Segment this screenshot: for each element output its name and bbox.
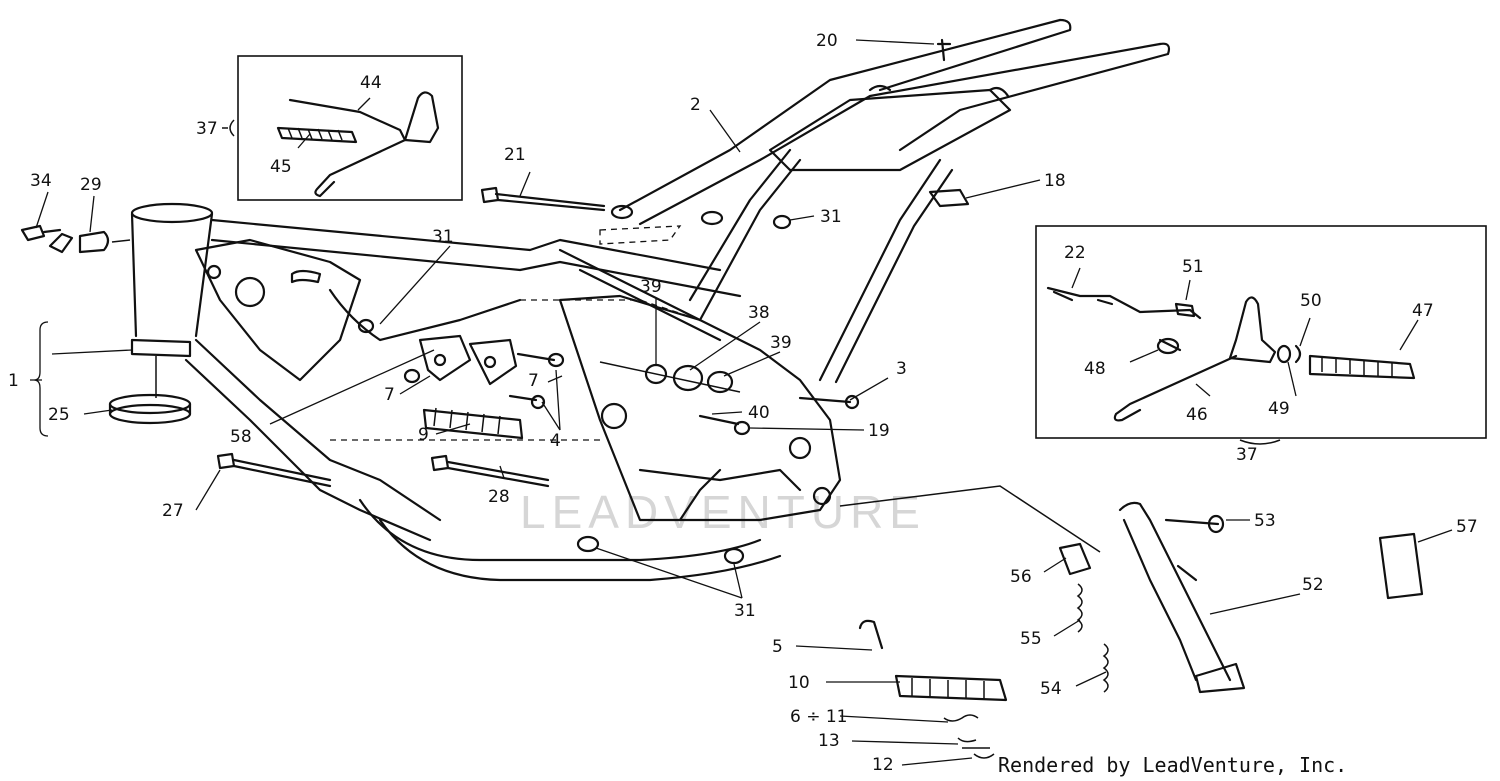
callout-37-b: 37 bbox=[1236, 445, 1258, 465]
callout-54: 54 bbox=[1040, 679, 1062, 699]
callout-4: 4 bbox=[550, 431, 561, 451]
bracket-37-left bbox=[222, 119, 235, 137]
watermark: LEADVENTURE bbox=[520, 486, 926, 538]
callout-7-a: 7 bbox=[528, 371, 539, 391]
callout-45: 45 bbox=[270, 157, 292, 177]
callout-19: 19 bbox=[868, 421, 890, 441]
callout-47: 47 bbox=[1412, 301, 1434, 321]
callout-20: 20 bbox=[816, 31, 838, 51]
callout-51: 51 bbox=[1182, 257, 1204, 277]
long-bolts bbox=[216, 186, 606, 488]
callout-34: 34 bbox=[30, 171, 52, 191]
callout-6-11: 6 ÷ 11 bbox=[790, 707, 848, 727]
callout-18: 18 bbox=[1044, 171, 1066, 191]
callout-56: 56 bbox=[1010, 567, 1032, 587]
callout-7-b: 7 bbox=[384, 385, 395, 405]
footrest-inset-left bbox=[237, 55, 463, 201]
render-credit: Rendered by LeadVenture, Inc. bbox=[998, 753, 1347, 777]
callout-labels: 1 2 3 4 5 6 ÷ 11 7 7 9 10 12 13 18 19 20… bbox=[8, 31, 1478, 775]
footpeg-9 bbox=[422, 407, 524, 440]
footrest-inset-right bbox=[1035, 225, 1487, 439]
main-frame bbox=[130, 18, 1171, 582]
callout-37-a: 37 bbox=[196, 119, 218, 139]
bracket-37-right bbox=[1239, 439, 1281, 445]
bearing-race bbox=[108, 356, 192, 425]
callout-49: 49 bbox=[1268, 399, 1290, 419]
callout-28: 28 bbox=[488, 487, 510, 507]
callout-2: 2 bbox=[690, 95, 701, 115]
callout-44: 44 bbox=[360, 73, 382, 93]
callout-22: 22 bbox=[1064, 243, 1086, 263]
callout-27: 27 bbox=[162, 501, 184, 521]
callout-31-a: 31 bbox=[432, 227, 454, 247]
callout-13: 13 bbox=[818, 731, 840, 751]
callout-5: 5 bbox=[772, 637, 783, 657]
callout-53: 53 bbox=[1254, 511, 1276, 531]
callout-21: 21 bbox=[504, 145, 526, 165]
callout-31-b: 31 bbox=[820, 207, 842, 227]
bushings bbox=[508, 38, 970, 436]
callout-3: 3 bbox=[896, 359, 907, 379]
callout-39-b: 39 bbox=[770, 333, 792, 353]
callout-1: 1 bbox=[8, 371, 19, 391]
callout-57: 57 bbox=[1456, 517, 1478, 537]
callout-9: 9 bbox=[418, 425, 429, 445]
callout-12: 12 bbox=[872, 755, 894, 775]
callout-31-c: 31 bbox=[734, 601, 756, 621]
callout-38: 38 bbox=[748, 303, 770, 323]
leader-lines bbox=[30, 39, 1453, 766]
callout-25: 25 bbox=[48, 405, 70, 425]
callout-39-a: 39 bbox=[640, 277, 662, 297]
callout-46: 46 bbox=[1186, 405, 1208, 425]
callout-40: 40 bbox=[748, 403, 770, 423]
callout-48: 48 bbox=[1084, 359, 1106, 379]
callout-55: 55 bbox=[1020, 629, 1042, 649]
callout-52: 52 bbox=[1302, 575, 1324, 595]
ignition-key-lock bbox=[20, 224, 131, 254]
side-stand-assembly bbox=[858, 501, 1424, 759]
callout-29: 29 bbox=[80, 175, 102, 195]
callout-58: 58 bbox=[230, 427, 252, 447]
callout-10: 10 bbox=[788, 673, 810, 693]
callout-50: 50 bbox=[1300, 291, 1322, 311]
